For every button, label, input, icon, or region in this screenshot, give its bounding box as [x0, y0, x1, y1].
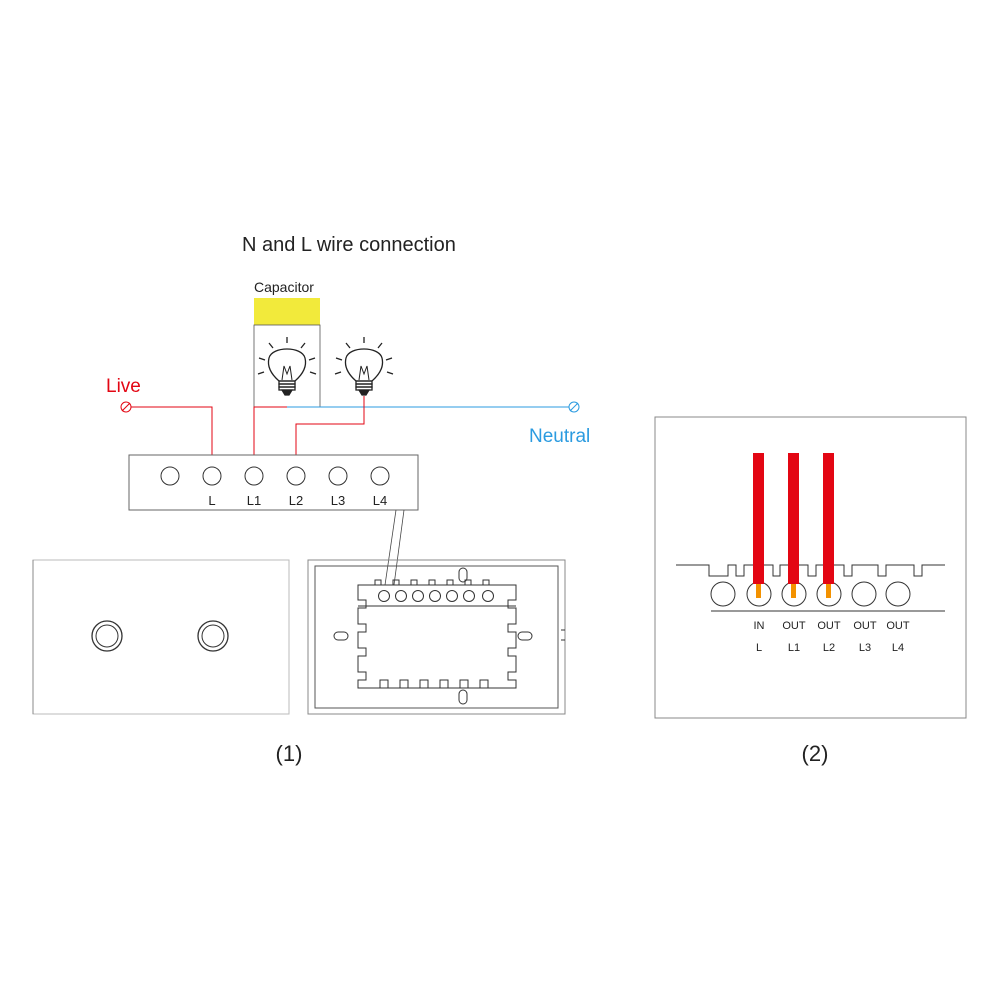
io-label: OUT — [782, 620, 806, 632]
io-label: OUT — [817, 620, 841, 632]
terminal-screw — [202, 466, 222, 486]
terminal-name-label: L4 — [892, 642, 904, 654]
lightbulb-icon — [257, 337, 317, 396]
terminal-name-label: L2 — [823, 642, 835, 654]
callout-line — [393, 509, 405, 586]
lightbulb-icon — [334, 337, 394, 396]
live-wire — [131, 406, 213, 468]
detail-terminal-screws — [710, 581, 911, 607]
terminal-label: L3 — [331, 493, 345, 508]
diagram-title: N and L wire connection — [242, 234, 456, 256]
capacitor-box — [254, 298, 320, 325]
neutral-label: Neutral — [529, 426, 590, 447]
callout-line — [384, 509, 397, 586]
l1-wire — [253, 406, 287, 468]
touch-button-icon — [91, 620, 123, 652]
terminal-screw — [328, 466, 348, 486]
live-terminal-icon — [120, 401, 132, 413]
l2-wire — [295, 396, 365, 468]
terminal-screw — [244, 466, 264, 486]
terminal-screw — [160, 466, 180, 486]
terminal-screw — [286, 466, 306, 486]
figure-2-caption: (2) — [802, 741, 829, 766]
live-label: Live — [106, 376, 141, 397]
terminal-name-label: L — [756, 642, 762, 654]
terminal-label: L — [208, 493, 215, 508]
io-label: OUT — [853, 620, 877, 632]
terminal-label: L1 — [247, 493, 261, 508]
detail-panel — [654, 416, 967, 719]
terminal-label: L2 — [289, 493, 303, 508]
touch-button-icon — [197, 620, 229, 652]
terminal-label: L4 — [373, 493, 387, 508]
switch-front-panel — [32, 559, 290, 715]
module-terminal-screws — [378, 590, 494, 602]
io-label: OUT — [886, 620, 910, 632]
capacitor-label: Capacitor — [254, 279, 314, 295]
neutral-terminal-icon — [568, 401, 580, 413]
inserted-wires — [753, 453, 834, 598]
terminal-name-label: L1 — [788, 642, 800, 654]
io-label: IN — [754, 620, 765, 632]
terminal-housing-outline — [676, 564, 945, 577]
terminal-name-label: L3 — [859, 642, 871, 654]
figure-1-caption: (1) — [276, 741, 303, 766]
switch-back-panel — [307, 559, 566, 715]
terminal-block — [128, 454, 419, 511]
terminal-screw — [370, 466, 390, 486]
